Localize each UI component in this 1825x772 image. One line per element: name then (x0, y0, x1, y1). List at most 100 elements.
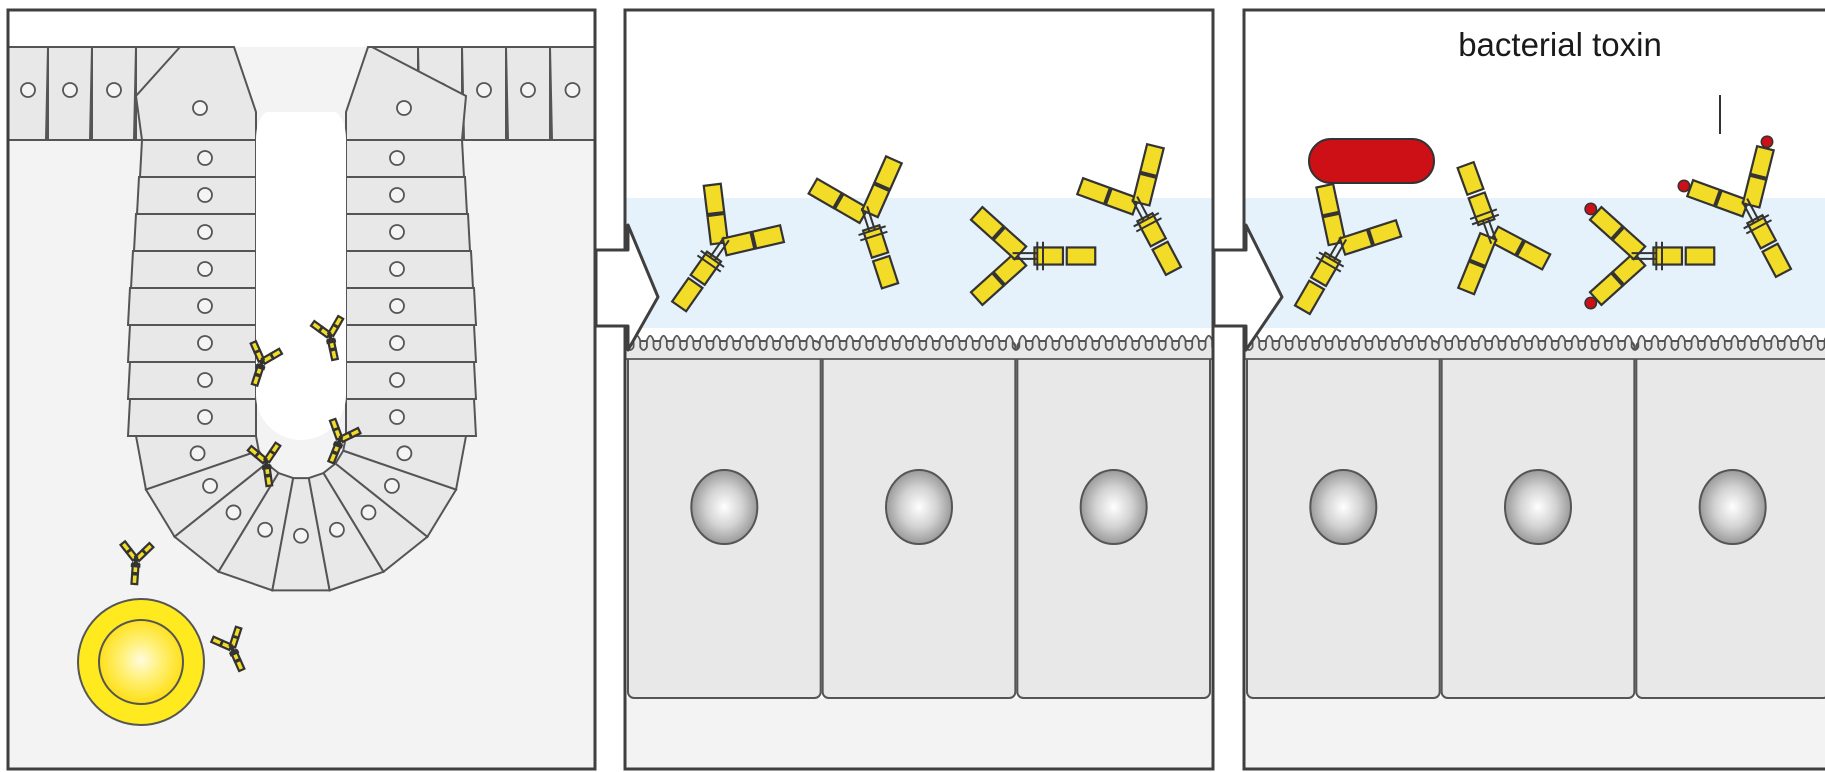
cell-nucleus (189, 445, 206, 462)
antibody-domain (268, 441, 282, 456)
antibody-domain (873, 154, 904, 191)
plasma-cell-nucleus (98, 619, 184, 705)
crypt-epithelial-cell (345, 139, 466, 178)
antibody-domain (347, 426, 363, 439)
panel-secretion-crypt (8, 10, 595, 769)
secretory-component (130, 556, 141, 568)
crypt-epithelial-cell (345, 176, 469, 215)
cell-nucleus (389, 298, 405, 314)
secretory-component (1315, 236, 1348, 273)
iga-antibody (326, 417, 363, 465)
antibody-domain (1293, 279, 1326, 316)
bacterium (1308, 138, 1435, 184)
cell-nucleus (257, 521, 273, 538)
cell-nucleus (384, 477, 400, 494)
cell-nucleus (389, 372, 405, 388)
crypt-epithelial-cell (345, 287, 478, 326)
crypt-epithelial-cell (345, 324, 478, 363)
cell-nucleus (476, 82, 492, 98)
cell-nucleus (329, 521, 345, 538)
cell-nucleus (197, 150, 213, 166)
antibody-domain (670, 276, 705, 313)
antibody-domain (1588, 271, 1625, 307)
cell-nucleus (389, 335, 405, 351)
cell-nucleus (192, 100, 208, 116)
antibody-domain (328, 417, 341, 432)
antibody-domain (969, 205, 1006, 241)
antibody-domain (1685, 178, 1722, 208)
cell-nucleus (1698, 469, 1767, 545)
crypt-epithelial-cell (126, 324, 257, 363)
cell-nucleus (202, 477, 218, 494)
antibody-domain (331, 314, 345, 329)
toxin-particle (1677, 179, 1691, 193)
antibody-domain (118, 539, 133, 554)
antibody-domain (1315, 182, 1341, 217)
antibody-domain (1456, 160, 1485, 197)
antibody-domain (1515, 239, 1552, 271)
antibody-domain (1151, 240, 1183, 277)
secretory-component (228, 643, 240, 657)
iga-antibody (209, 625, 246, 673)
antibody-domain (140, 541, 155, 556)
panel-transcytosis (625, 10, 1213, 769)
secretory-component (255, 357, 266, 371)
crypt-epithelial-cell (126, 398, 257, 437)
secretory-component (326, 331, 337, 345)
secretory-component (332, 435, 344, 449)
iga-antibody (246, 441, 282, 488)
antibody-domain (1456, 259, 1487, 296)
cell-nucleus (197, 224, 213, 240)
cell-nucleus (520, 82, 536, 98)
antibody-domain (309, 319, 324, 333)
cell-nucleus (197, 335, 213, 351)
antibody-domain (871, 254, 900, 290)
cell-nucleus (389, 224, 405, 240)
iga-antibody (118, 539, 155, 586)
iga-antibody (1456, 160, 1552, 296)
antibody-domain (1138, 142, 1166, 178)
crypt-epithelial-cell (345, 250, 475, 289)
cell-nucleus (1504, 469, 1572, 545)
panel-frames (6, 8, 1825, 771)
antibody-domain (1761, 242, 1793, 279)
antibody-domain (702, 182, 726, 216)
crypt-epithelial-cell (132, 213, 257, 252)
antibody-domain (269, 347, 284, 361)
cell-nucleus (197, 409, 213, 425)
cell-nucleus (197, 372, 213, 388)
antibody-domain (751, 224, 786, 250)
cell-nucleus (20, 82, 36, 98)
secretory-component (1741, 198, 1772, 235)
microvilli-border (625, 334, 1213, 360)
cell-nucleus (197, 298, 213, 314)
secretory-component (1469, 208, 1500, 245)
cell-nucleus (1079, 469, 1148, 545)
cell-nucleus (197, 187, 213, 203)
bacterial-toxin-label: bacterial toxin (1458, 26, 1662, 63)
cell-nucleus (293, 527, 309, 544)
arrow-step-2 (1212, 223, 1284, 352)
antibody-domain (1065, 246, 1097, 266)
iga-antibody (309, 314, 345, 362)
microvilli-border (1244, 334, 1825, 360)
antibody-domain (1075, 176, 1112, 206)
basement-region (625, 698, 1213, 769)
antibody-domain (233, 658, 246, 673)
antibody-domain (1467, 191, 1496, 227)
antibody-domain (1748, 144, 1776, 180)
crypt-epithelial-cell (345, 398, 478, 437)
antibody-domain (328, 348, 340, 362)
panel-neutralization (1244, 10, 1825, 769)
antibody-domain (231, 625, 243, 640)
secretory-component (858, 205, 888, 242)
antibody-domain (130, 572, 140, 586)
secretory-component (1131, 196, 1162, 233)
antibody-domain (969, 271, 1006, 307)
crypt-epithelial-cell (135, 176, 257, 215)
antibody-domain (249, 339, 262, 354)
iga-antibody (1293, 182, 1403, 316)
antibody-domain (326, 450, 339, 465)
